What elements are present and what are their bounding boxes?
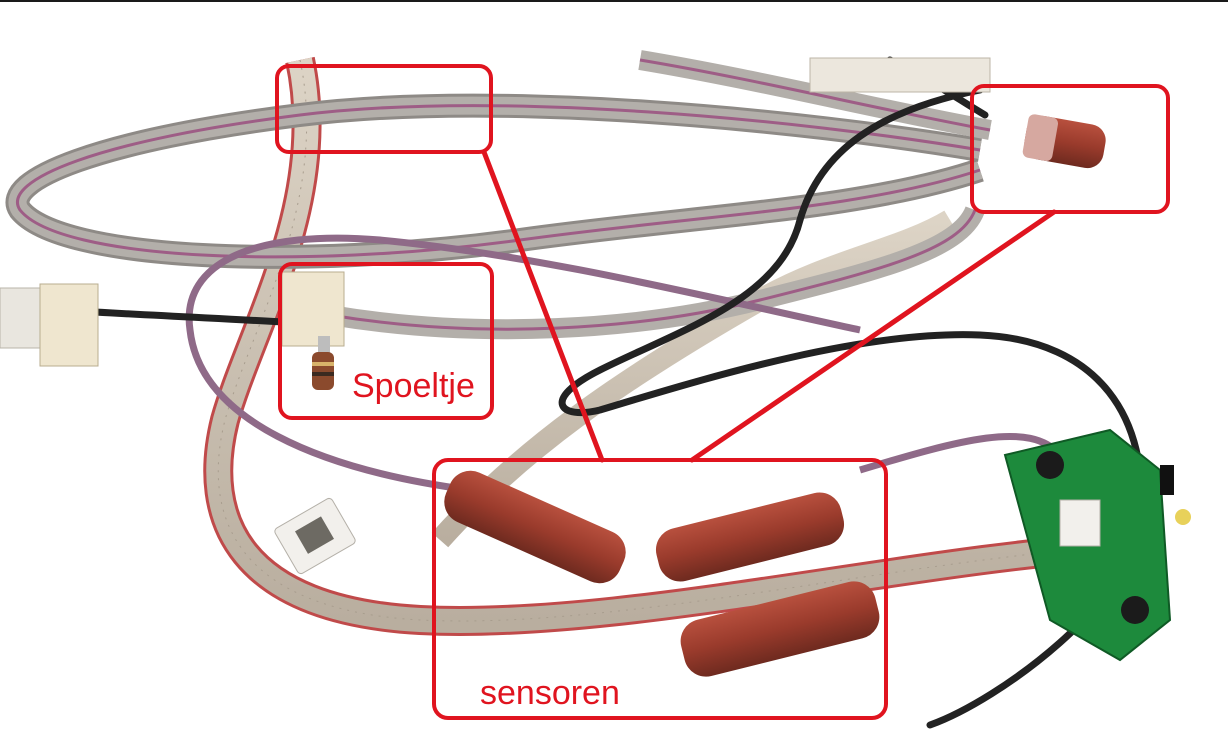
callout-line-top-right <box>689 209 1057 463</box>
ribbon-loop-bottom <box>203 56 1131 636</box>
white-connector <box>274 497 356 575</box>
coil-label: Spoeltje <box>352 367 475 405</box>
callout-box-sensors <box>432 458 888 720</box>
coil-assembly <box>281 271 345 390</box>
top-border <box>0 0 1228 2</box>
left-connector <box>0 283 99 367</box>
callout-boxes <box>275 64 1170 720</box>
top-right-component <box>809 57 991 93</box>
sensor-tubes <box>444 114 1106 677</box>
circuit-board <box>1003 428 1191 662</box>
callout-line-top <box>481 149 605 463</box>
callout-box-coil <box>278 262 494 420</box>
callout-box-top <box>275 64 493 154</box>
callout-lines <box>481 149 1057 463</box>
callout-box-top-right <box>970 84 1170 214</box>
ribbon-loop-top <box>5 50 992 340</box>
sensors-label: sensoren <box>480 674 620 712</box>
